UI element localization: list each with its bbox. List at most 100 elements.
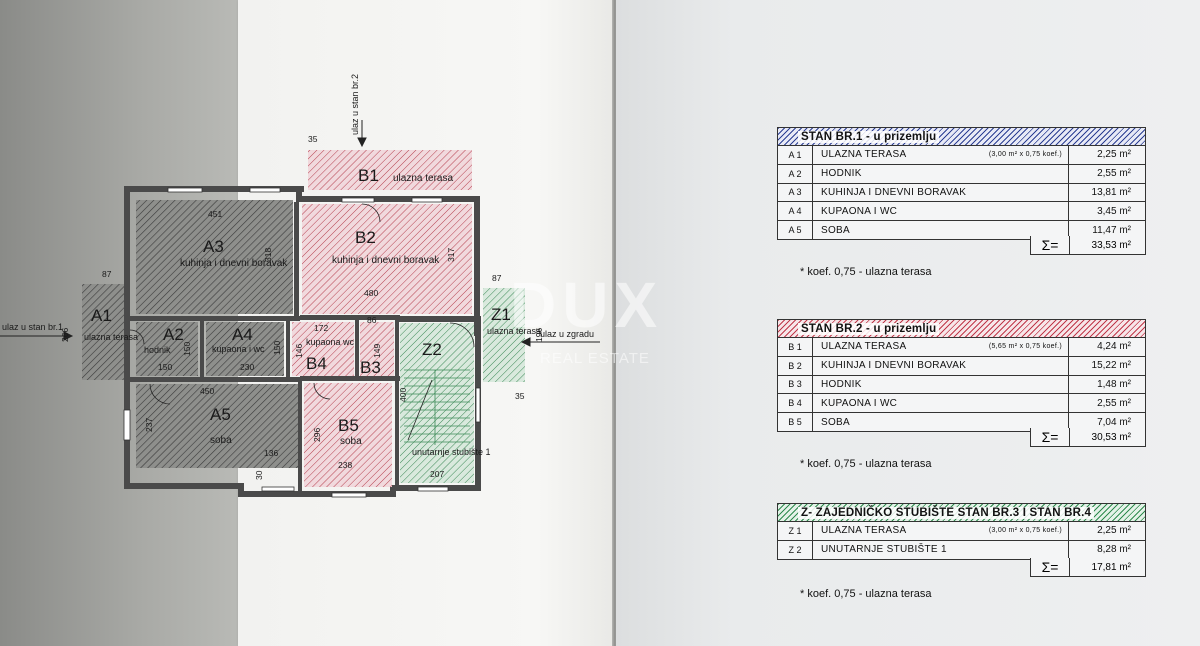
dim: 196 — [534, 328, 544, 342]
dim: 238 — [338, 460, 352, 470]
dim: 400 — [398, 388, 408, 402]
room-A4 — [206, 322, 284, 376]
room-area: 1,48 m² — [1097, 378, 1131, 390]
doors — [129, 203, 475, 405]
room-name-A5: soba — [210, 435, 232, 446]
sum-icon: Σ= — [1031, 236, 1070, 254]
table-footnote: * koef. 0,75 - ulazna terasa — [800, 458, 932, 470]
room-name: ULAZNA TERASA — [821, 341, 907, 353]
sum-icon: Σ= — [1031, 558, 1070, 576]
room-name: KUPAONA I WC — [821, 397, 898, 409]
table-total-row: Σ=30,53 m² — [1030, 428, 1146, 447]
table-header: STAN BR.2 - u prizemlju — [778, 320, 1145, 338]
table-title: STAN BR.2 - u prizemlju — [798, 322, 940, 335]
room-code-A2: A2 — [163, 325, 184, 344]
room-area: 2,55 m² — [1097, 168, 1131, 180]
area-table-stan-2: STAN BR.2 - u prizemlju B 1 ULAZNA TERASA… — [777, 319, 1146, 432]
dim: 317 — [446, 248, 456, 262]
room-area: 3,45 m² — [1097, 205, 1131, 217]
room-name-Z2: unutarnje stubište 1 — [412, 447, 491, 457]
room-code: A 3 — [778, 183, 813, 202]
coef-note: (3,00 m² x 0,75 koef.) — [988, 151, 1062, 159]
table-total: 17,81 m² — [1091, 561, 1131, 573]
room-labels: A3 kuhinja i dnevni boravak B2 kuhinja i… — [84, 166, 541, 457]
room-code-A4: A4 — [232, 325, 253, 344]
dim: 296 — [312, 428, 322, 442]
room-code-B5: B5 — [338, 416, 359, 435]
room-code-B1: B1 — [358, 166, 379, 185]
arrow-down-icon — [357, 137, 367, 148]
dim: 451 — [208, 209, 222, 219]
room-name-A2: hodnik — [144, 345, 171, 355]
dim: 87 — [102, 269, 112, 279]
table-title: STAN BR.1 - u prizemlju — [798, 130, 940, 143]
entrance-stan2-label: ulaz u stan br.2 — [350, 74, 360, 135]
dim: 86 — [367, 315, 377, 325]
dim: 146 — [294, 344, 304, 358]
room-code: A 4 — [778, 202, 813, 221]
dim: 149 — [372, 344, 382, 358]
room-Z1 — [483, 288, 525, 382]
watermark-tagline: REAL ESTATE — [540, 350, 650, 367]
room-name: SOBA — [821, 416, 850, 428]
room-B4 — [292, 322, 354, 376]
room-code-B4: B4 — [306, 354, 327, 373]
dim: 150 — [272, 341, 282, 355]
entrance-arrows — [0, 120, 600, 347]
table-total: 33,53 m² — [1091, 239, 1131, 251]
sum-icon: Σ= — [1031, 428, 1070, 446]
room-code-Z2: Z2 — [422, 340, 442, 359]
dim: 230 — [240, 362, 254, 372]
room-A5 — [136, 384, 298, 468]
dim: 87 — [492, 273, 502, 283]
room-area: 8,28 m² — [1097, 544, 1131, 556]
dim: 318 — [263, 248, 273, 262]
coef-note: (3,00 m² x 0,75 koef.) — [988, 527, 1062, 535]
table-row: B 3 HODNIK 1,48 m² — [778, 375, 1145, 395]
room-code-A5: A5 — [210, 405, 231, 424]
dim: 266 — [60, 328, 70, 342]
table-title: Z- ZAJEDNIČKO STUBIŠTE STAN BR.3 I STAN … — [798, 506, 1095, 519]
room-name-B4: kupaona wc — [306, 337, 355, 347]
dim: 150 — [182, 342, 192, 356]
room-code: B 2 — [778, 356, 813, 375]
room-name: KUPAONA I WC — [821, 205, 898, 217]
room-name-B5: soba — [340, 436, 362, 447]
table-header: Z- ZAJEDNIČKO STUBIŠTE STAN BR.3 I STAN … — [778, 504, 1145, 522]
room-code: B 3 — [778, 375, 813, 394]
room-B3 — [360, 322, 394, 376]
table-total-row: Σ= 17,81 m² — [1030, 558, 1146, 577]
room-B1 — [308, 150, 472, 190]
room-code: A 2 — [778, 164, 813, 183]
room-name: SOBA — [821, 224, 850, 236]
room-A2 — [136, 322, 198, 376]
room-name-A1: ulazna terasa — [84, 332, 138, 342]
room-name: ULAZNA TERASA — [821, 525, 907, 537]
table-total-row: Σ= 33,53 m² — [1030, 236, 1146, 255]
windows — [123, 187, 481, 498]
table-row: A 4 KUPAONA I WC 3,45 m² — [778, 202, 1145, 222]
room-Z2 — [400, 323, 474, 483]
room-area: 2,55 m² — [1097, 397, 1131, 409]
room-name: HODNIK — [821, 378, 862, 390]
room-code: B 1 — [778, 338, 813, 356]
room-code: A 1 — [778, 146, 813, 164]
dim: 30 — [254, 470, 264, 480]
room-area: 15,22 m² — [1091, 360, 1131, 372]
room-B2 — [302, 204, 472, 314]
room-area: 13,81 m² — [1091, 186, 1131, 198]
room-name-A3: kuhinja i dnevni boravak — [180, 258, 288, 269]
area-table-zajednicko-stubiste: Z- ZAJEDNIČKO STUBIŠTE STAN BR.3 I STAN … — [777, 503, 1146, 560]
room-area: 2,25 m² — [1097, 149, 1131, 161]
room-name-B1: ulazna terasa — [393, 173, 453, 184]
entrance-zgrada-label: ulaz u zgradu — [540, 329, 594, 339]
